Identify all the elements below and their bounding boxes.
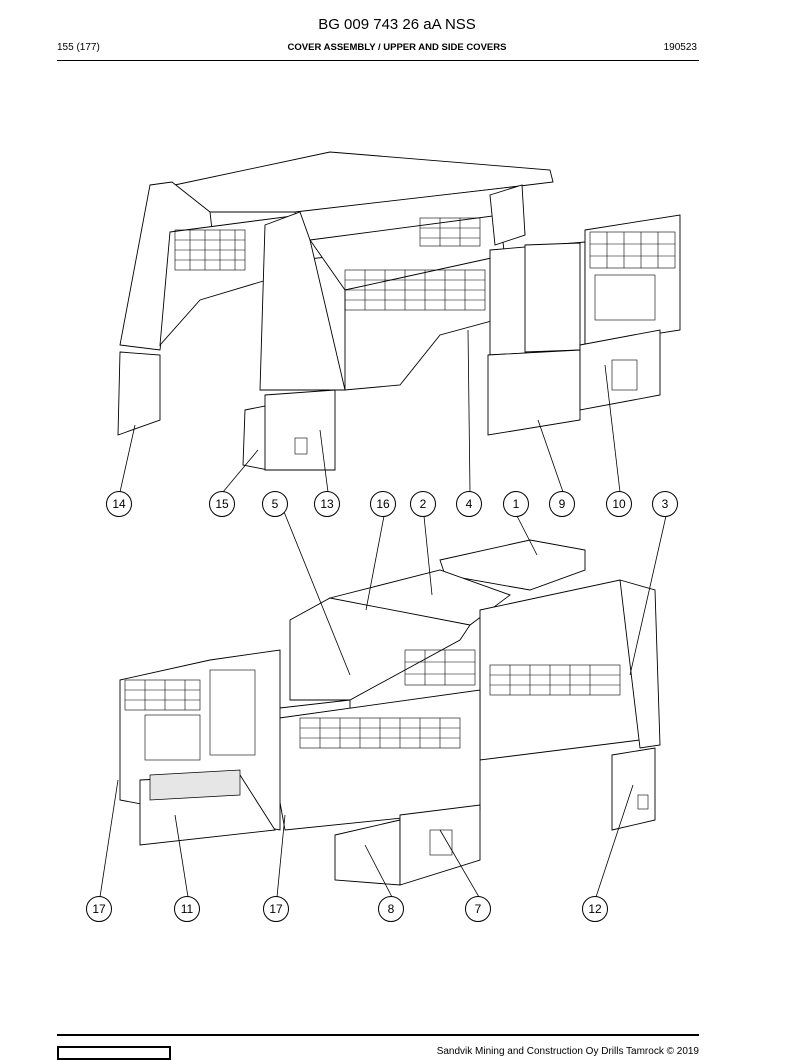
header-rule: [57, 60, 699, 61]
callout-12: 12: [582, 896, 608, 922]
callout-9: 9: [549, 491, 575, 517]
callout-8: 8: [378, 896, 404, 922]
sandvik-logo: [57, 1046, 171, 1060]
leader-lines: [99, 329, 667, 898]
upper-assembly: [117, 151, 681, 471]
callout-1: 1: [503, 491, 529, 517]
lower-assembly: [119, 539, 661, 886]
callout-3: 3: [652, 491, 678, 517]
footer-copyright: Sandvik Mining and Construction Oy Drill…: [436, 1046, 699, 1057]
callout-7: 7: [465, 896, 491, 922]
footer-rule: [57, 1034, 699, 1036]
callout-11: 11: [174, 896, 200, 922]
callout-17-left: 17: [86, 896, 112, 922]
document-code: BG 009 743 26 aA NSS: [318, 16, 476, 33]
callout-17-center: 17: [263, 896, 289, 922]
callout-16: 16: [370, 491, 396, 517]
callout-2: 2: [410, 491, 436, 517]
callout-10: 10: [606, 491, 632, 517]
callout-13: 13: [314, 491, 340, 517]
section-title: COVER ASSEMBLY / UPPER AND SIDE COVERS: [287, 42, 507, 53]
document-date: 190523: [663, 42, 697, 53]
callout-4: 4: [456, 491, 482, 517]
callout-5: 5: [262, 491, 288, 517]
callout-14: 14: [106, 491, 132, 517]
callout-15: 15: [209, 491, 235, 517]
page-number: 155 (177): [57, 42, 100, 53]
